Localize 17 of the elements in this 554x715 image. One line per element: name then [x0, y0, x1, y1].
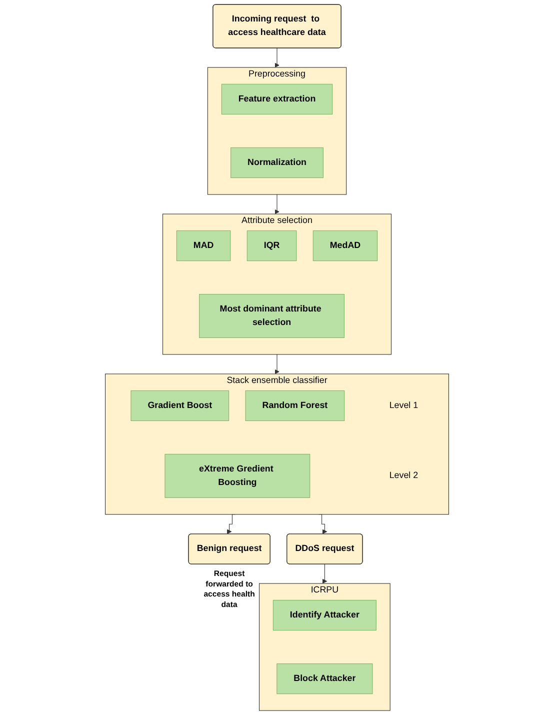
node-box: MedAD [312, 230, 378, 262]
node-box: Random Forest [245, 390, 345, 422]
node-box: IQR [246, 230, 297, 262]
arrow [274, 48, 280, 68]
node-box: Identify Attacker [272, 600, 376, 631]
node-box: MAD [176, 230, 231, 262]
node-box: eXtreme Gredient Boosting [164, 454, 310, 498]
label: Level 2 [389, 470, 418, 480]
node-box: Normalization [230, 147, 324, 178]
node-box: Gradient Boost [130, 390, 230, 422]
node-box: Feature extraction [221, 84, 333, 115]
node-box: Most dominant attribute selection [199, 294, 345, 338]
arrow [322, 564, 328, 584]
arrow [274, 354, 280, 374]
arrow [274, 194, 280, 214]
node-box: Block Attacker [276, 663, 373, 694]
label: Level 1 [389, 400, 418, 410]
